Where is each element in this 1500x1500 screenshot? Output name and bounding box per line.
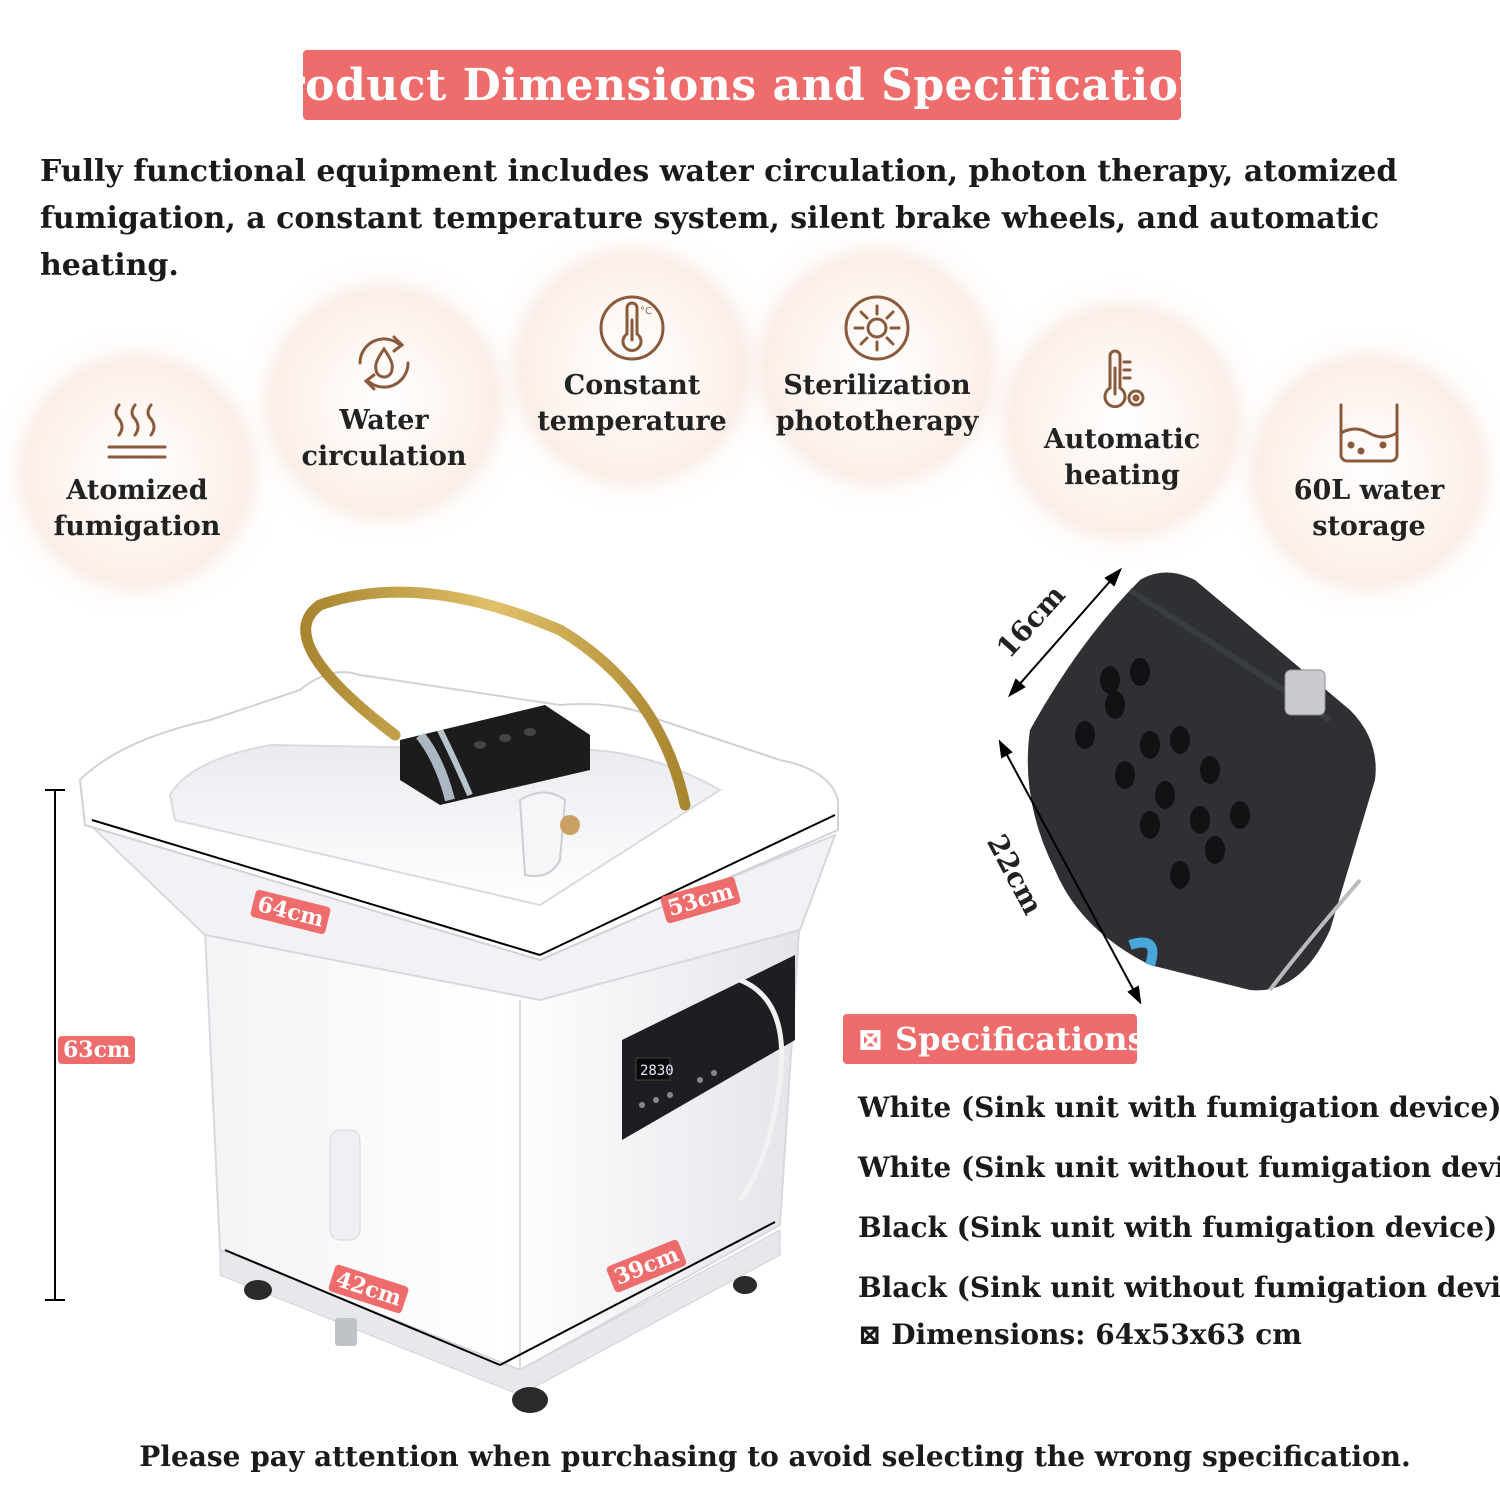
specifications-heading: ⊠ Specifications:	[843, 1014, 1157, 1064]
spec-item: White (Sink unit without fumigation devi…	[858, 1151, 1500, 1184]
title-banner: Product Dimensions and Specifications	[248, 50, 1236, 120]
dim-height-label: 63cm	[58, 1036, 136, 1064]
pad-dimension-lines	[998, 567, 1142, 1005]
neck-pad-image	[1027, 572, 1376, 992]
sink-unit: 2830	[78, 586, 839, 1413]
specifications-list: White (Sink unit with fumigation device)…	[858, 1078, 1500, 1318]
wheel	[244, 1280, 272, 1300]
pad-holes	[1075, 658, 1250, 889]
spec-item: Black (Sink unit with fumigation device)	[858, 1211, 1498, 1244]
thermometer-icon: °C	[599, 295, 665, 361]
sun-icon	[844, 295, 910, 361]
steam-icon	[107, 403, 167, 459]
water-cycle-icon	[358, 335, 410, 391]
panel-display: 2830	[640, 1063, 674, 1079]
intro-text: Fully functional equipment includes wate…	[40, 154, 1398, 283]
dimensions-text: ⊠ Dimensions: 64x53x63 cm	[858, 1318, 1302, 1351]
spec-item: Black (Sink unit without fumigation devi…	[858, 1271, 1500, 1304]
dimension-lines	[45, 789, 836, 1366]
spec-item: White (Sink unit with fumigation device)	[858, 1091, 1500, 1124]
wheel	[733, 1276, 757, 1294]
water-tank-icon	[1339, 403, 1399, 463]
heating-icon	[1103, 349, 1145, 409]
wheel	[512, 1387, 548, 1413]
page-title: Product Dimensions and Specifications	[247, 59, 1237, 111]
footer-note: Please pay attention when purchasing to …	[139, 1440, 1411, 1473]
svg-text:°C: °C	[640, 306, 652, 317]
